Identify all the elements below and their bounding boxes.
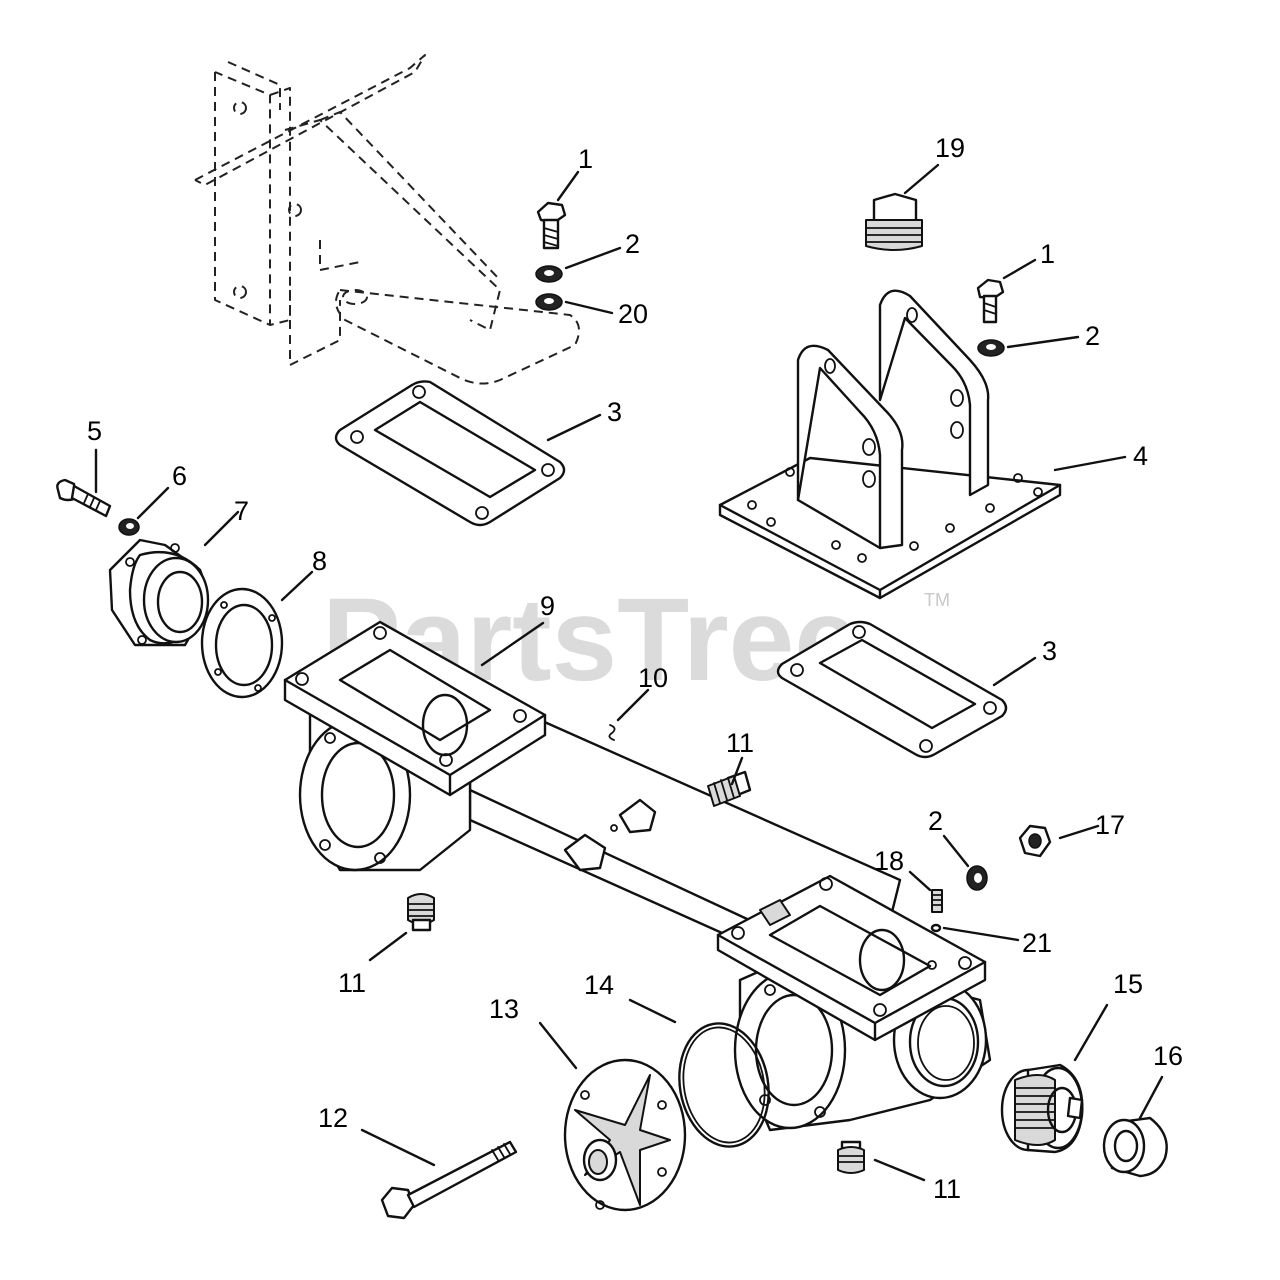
tractor-frame-phantom bbox=[194, 54, 580, 385]
callout-13: 13 bbox=[489, 994, 519, 1024]
callout-numbers: 1 2 20 19 1 2 3 4 5 6 7 8 9 3 10 11 2 17… bbox=[87, 133, 1183, 1204]
callout-14: 14 bbox=[584, 970, 614, 1000]
mounting-bracket-part-4 bbox=[718, 289, 1062, 600]
gasket-part-3-upper bbox=[334, 380, 566, 527]
nut-part-17 bbox=[1018, 824, 1052, 858]
gasket-part-3-lower bbox=[776, 620, 1008, 759]
callout-8: 8 bbox=[312, 546, 327, 576]
bearing-housing-part-7 bbox=[108, 538, 210, 647]
o-ring-part-14 bbox=[678, 1022, 770, 1148]
callout-6: 6 bbox=[172, 461, 187, 491]
callout-10: 10 bbox=[638, 663, 668, 693]
callout-2-right: 2 bbox=[1085, 321, 1100, 351]
screw-part-10 bbox=[608, 724, 616, 741]
long-bolt-part-12 bbox=[380, 1140, 518, 1220]
gasket-part-8 bbox=[200, 587, 284, 699]
callout-20: 20 bbox=[618, 299, 648, 329]
callout-5: 5 bbox=[87, 416, 102, 446]
threaded-collar-part-15 bbox=[1000, 1063, 1084, 1154]
set-screw-part-18 bbox=[931, 889, 943, 913]
callout-11-center: 11 bbox=[726, 728, 754, 758]
washer-part-6 bbox=[118, 518, 140, 536]
callout-16: 16 bbox=[1153, 1041, 1183, 1071]
bolt-part-5 bbox=[56, 478, 112, 518]
washer-part-2-top bbox=[535, 265, 563, 283]
washer-part-2-middle bbox=[966, 865, 988, 891]
washer-part-2-right bbox=[977, 339, 1005, 357]
plug-part-19 bbox=[865, 192, 923, 251]
hub-cap-part-13 bbox=[563, 1058, 687, 1212]
leader-lines bbox=[94, 163, 1164, 1182]
callout-9: 9 bbox=[540, 591, 555, 621]
watermark-trademark: TM bbox=[924, 590, 950, 610]
plug-part-11-center bbox=[707, 770, 752, 807]
plug-part-11-bottom bbox=[837, 1140, 865, 1174]
callout-17: 17 bbox=[1095, 810, 1125, 840]
callout-11-left: 11 bbox=[338, 968, 366, 998]
callout-15: 15 bbox=[1113, 969, 1143, 999]
callout-1-top: 1 bbox=[578, 144, 593, 174]
callout-2-top: 2 bbox=[625, 229, 640, 259]
callout-3-upper: 3 bbox=[607, 397, 622, 427]
washer-part-20 bbox=[535, 293, 563, 311]
callout-21: 21 bbox=[1022, 928, 1052, 958]
bushing-part-16 bbox=[1102, 1116, 1168, 1178]
callout-11-bottom: 11 bbox=[933, 1174, 961, 1204]
callout-4: 4 bbox=[1133, 441, 1148, 471]
callout-7: 7 bbox=[234, 496, 249, 526]
callout-2-middle: 2 bbox=[928, 806, 943, 836]
callout-3-lower: 3 bbox=[1042, 636, 1057, 666]
callout-19: 19 bbox=[935, 133, 965, 163]
bolt-part-1-top bbox=[536, 201, 567, 250]
callout-12: 12 bbox=[318, 1103, 348, 1133]
callout-18: 18 bbox=[874, 846, 904, 876]
pin-part-21 bbox=[930, 923, 942, 933]
plug-part-11-left bbox=[407, 893, 435, 932]
bolt-part-1-right bbox=[976, 278, 1005, 324]
axle-housing-part-9 bbox=[283, 620, 992, 1132]
callout-1-right: 1 bbox=[1040, 239, 1055, 269]
